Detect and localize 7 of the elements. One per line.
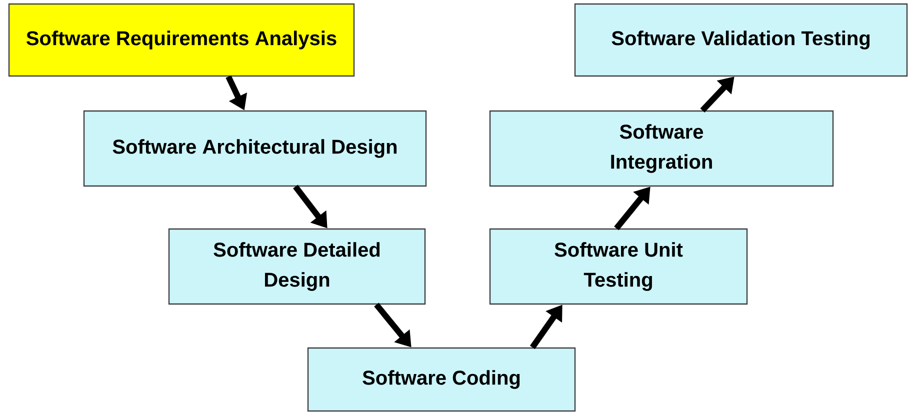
process-box: Software Detailed Design [168, 228, 426, 305]
process-box: Software Integration [489, 110, 834, 187]
process-box: Software Requirements Analysis [8, 3, 355, 77]
process-box: Software Architectural Design [83, 110, 427, 187]
process-box: Software Validation Testing [574, 3, 908, 77]
process-box: Software Unit Testing [489, 228, 748, 305]
process-box: Software Coding [307, 347, 576, 412]
